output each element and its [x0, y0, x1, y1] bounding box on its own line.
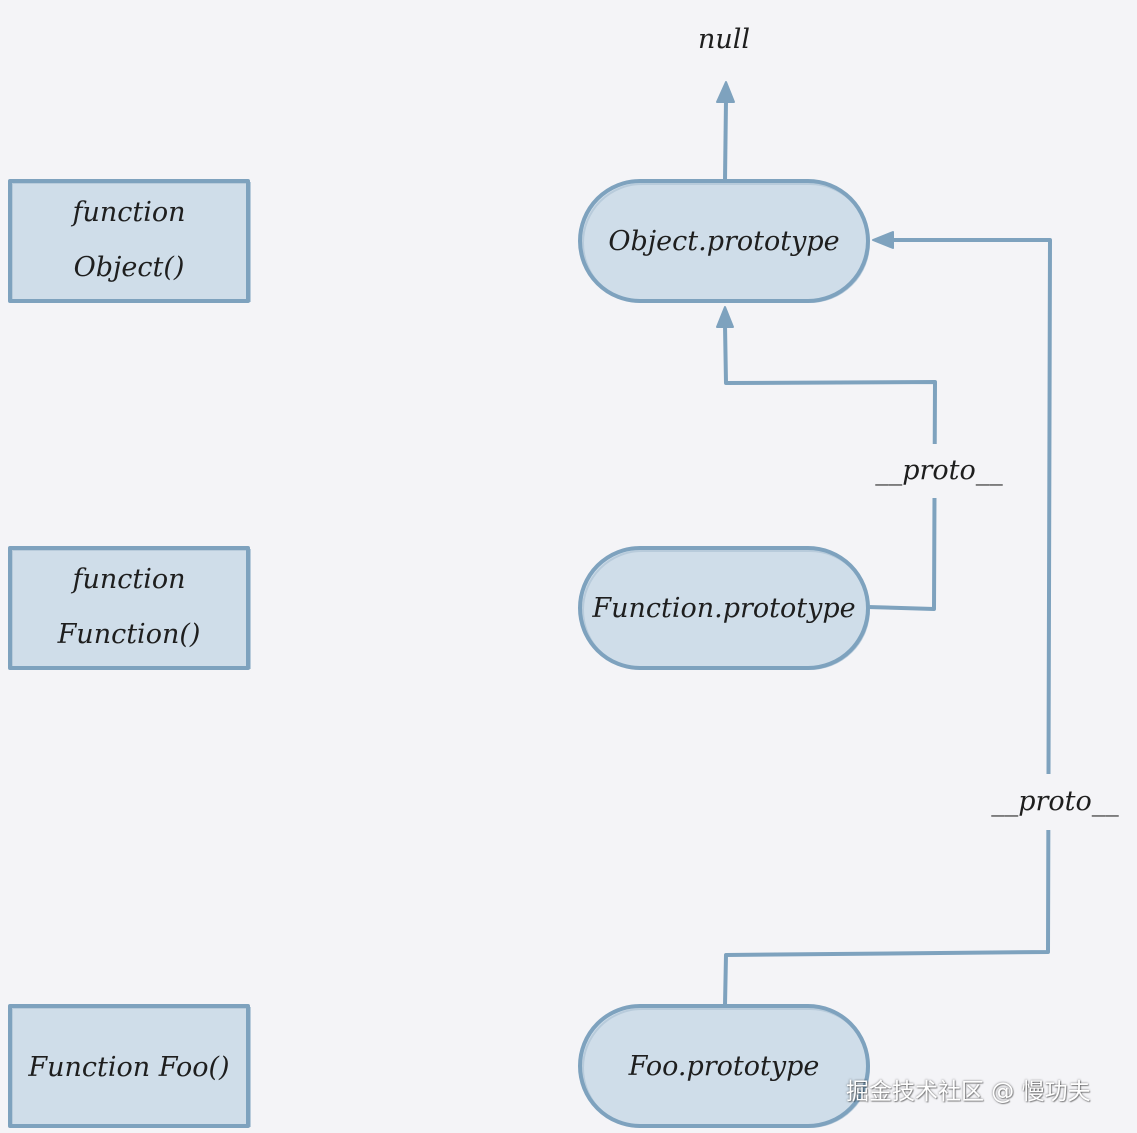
object-prototype-label: Object.prototype	[608, 226, 839, 257]
foo-prototype-node: Foo.prototype	[578, 1004, 870, 1128]
edge-function-prototype-proto	[716, 306, 937, 611]
constructor-function-line2: Function()	[57, 619, 201, 650]
function-proto-label: __proto__	[875, 455, 1003, 486]
function-prototype-node: Function.prototype	[578, 546, 870, 670]
constructor-object-line2: Object()	[74, 252, 185, 283]
constructor-foo-box: Function Foo()	[8, 1004, 251, 1128]
constructor-function-line1: function	[70, 564, 185, 595]
edge-label-function-proto: __proto__	[862, 444, 1014, 498]
function-prototype-label: Function.prototype	[591, 593, 855, 624]
edge-object-prototype-to-null	[716, 81, 735, 181]
null-label: null	[698, 24, 750, 55]
edge-foo-prototype-proto	[723, 231, 1052, 1006]
foo-prototype-label: Foo.prototype	[628, 1051, 820, 1082]
watermark: 掘金技术社区 @ 慢功夫	[846, 1079, 1091, 1105]
foo-proto-label: __proto__	[991, 786, 1119, 817]
constructor-object-box: function Object()	[8, 179, 251, 303]
constructor-foo-label: Function Foo()	[27, 1052, 229, 1083]
constructor-object-line1: function	[70, 197, 185, 228]
constructor-function-box: function Function()	[8, 546, 251, 670]
object-prototype-node: Object.prototype	[578, 179, 870, 303]
edge-label-foo-proto: __proto__	[978, 774, 1132, 830]
